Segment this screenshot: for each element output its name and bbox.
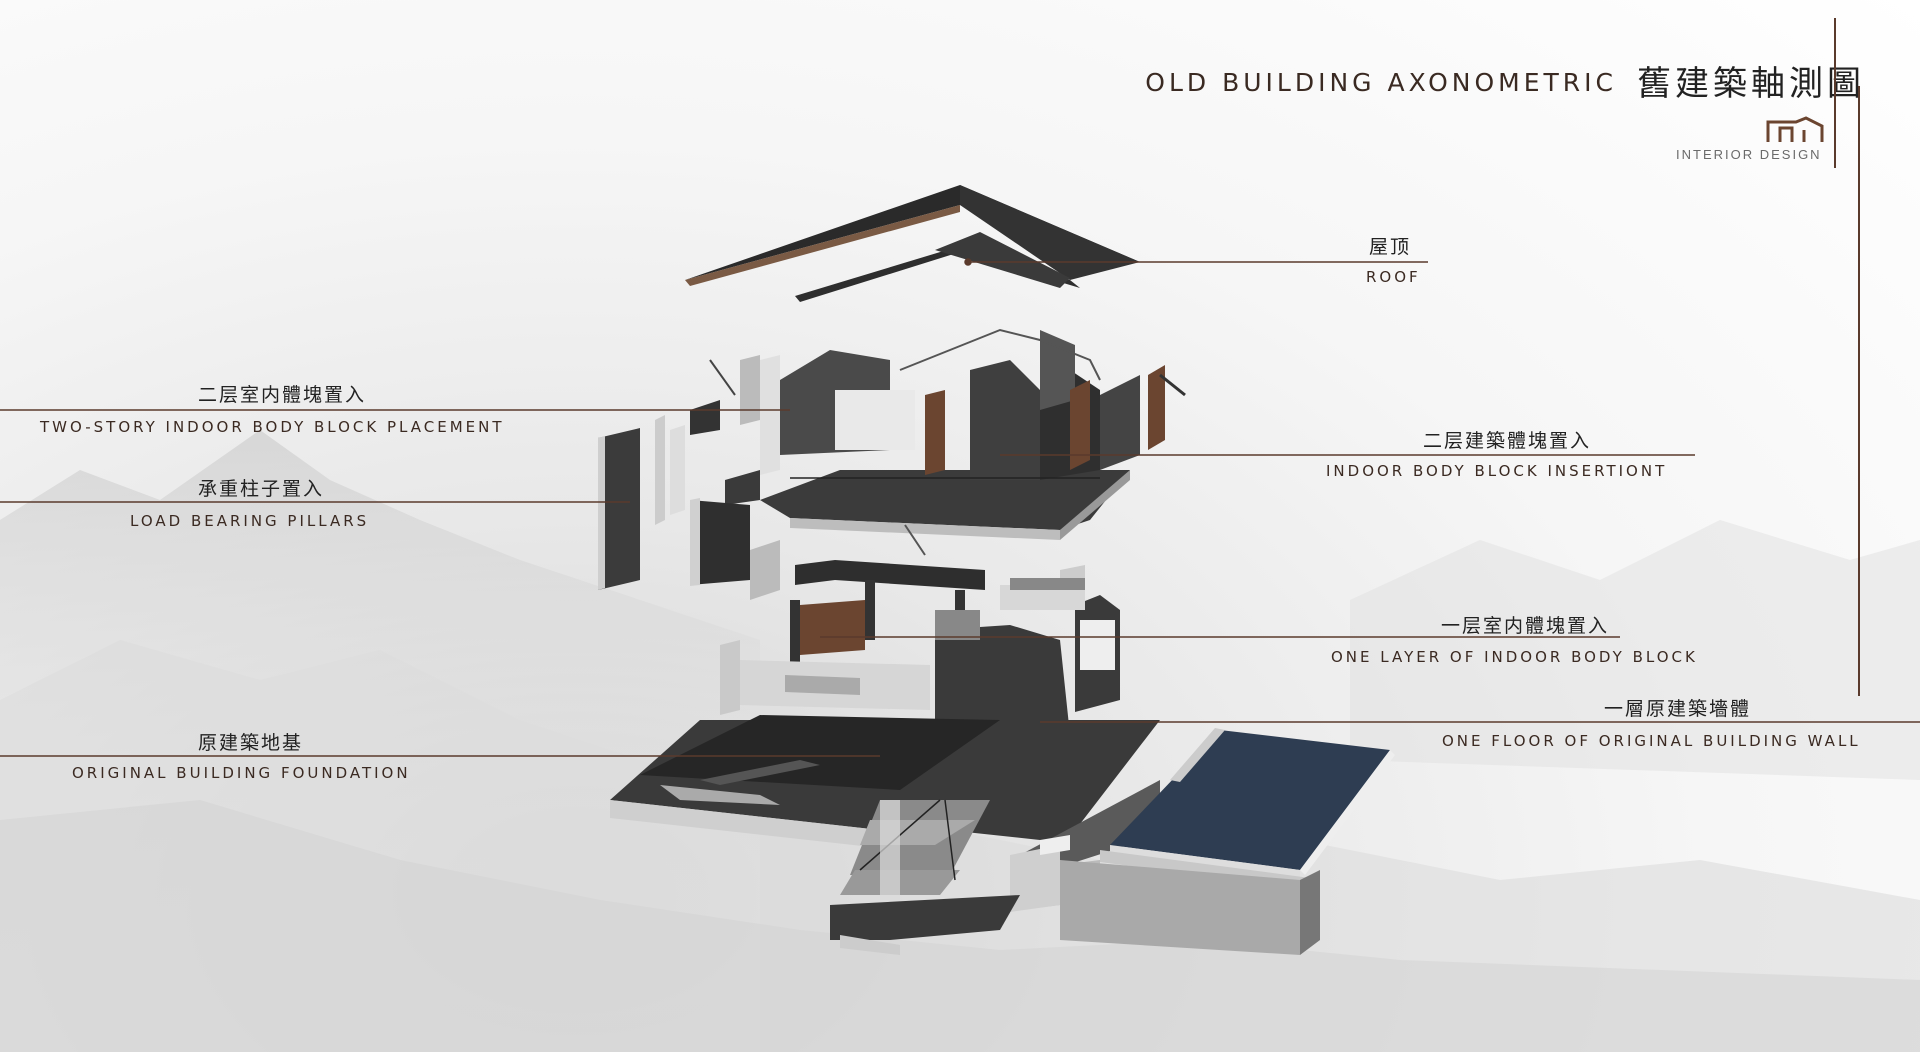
page-title-cn: 舊建築軸測圖 [1637, 64, 1865, 104]
foundation-layer [610, 715, 1395, 955]
header-vertical-line [1834, 18, 1836, 168]
pillars-layer [598, 425, 1085, 605]
two-story-block-label-en: TWO-STORY INDOOR BODY BLOCK PLACEMENT [40, 418, 505, 436]
foundation-label-en: ORIGINAL BUILDING FOUNDATION [72, 764, 411, 782]
load-bearing-label-cn: 承重柱子置入 [198, 478, 325, 500]
original-wall-label-en: ONE FLOOR OF ORIGINAL BUILDING WALL [1442, 732, 1861, 750]
frame-vertical-line [1858, 86, 1860, 696]
indoor-insertion-label-en: INDOOR BODY BLOCK INSERTIONT [1326, 462, 1668, 480]
foundation-label-cn: 原建築地基 [198, 732, 304, 754]
first-floor-layer [720, 560, 1120, 738]
roof-layer [685, 185, 1140, 302]
house-logo-icon [1766, 116, 1824, 142]
indoor-insertion-label-cn: 二层建築體塊置入 [1423, 430, 1592, 452]
logo-text: INTERIOR DESIGN [1676, 147, 1822, 162]
load-bearing-label-en: LOAD BEARING PILLARS [130, 512, 370, 530]
original-wall-label-cn: 一層原建築墻體 [1604, 698, 1752, 720]
one-layer-block-label-cn: 一层室内體塊置入 [1441, 615, 1610, 637]
second-floor-layer [655, 328, 1186, 540]
leader-lines [0, 258, 1920, 757]
page-title-en: OLD BUILDING AXONOMETRIC [1145, 68, 1617, 97]
two-story-block-label-cn: 二层室内體塊置入 [198, 384, 367, 406]
roof-label-cn: 屋顶 [1369, 236, 1412, 258]
one-layer-block-label-en: ONE LAYER OF INDOOR BODY BLOCK [1331, 648, 1698, 666]
roof-label-en: ROOF [1366, 268, 1421, 286]
